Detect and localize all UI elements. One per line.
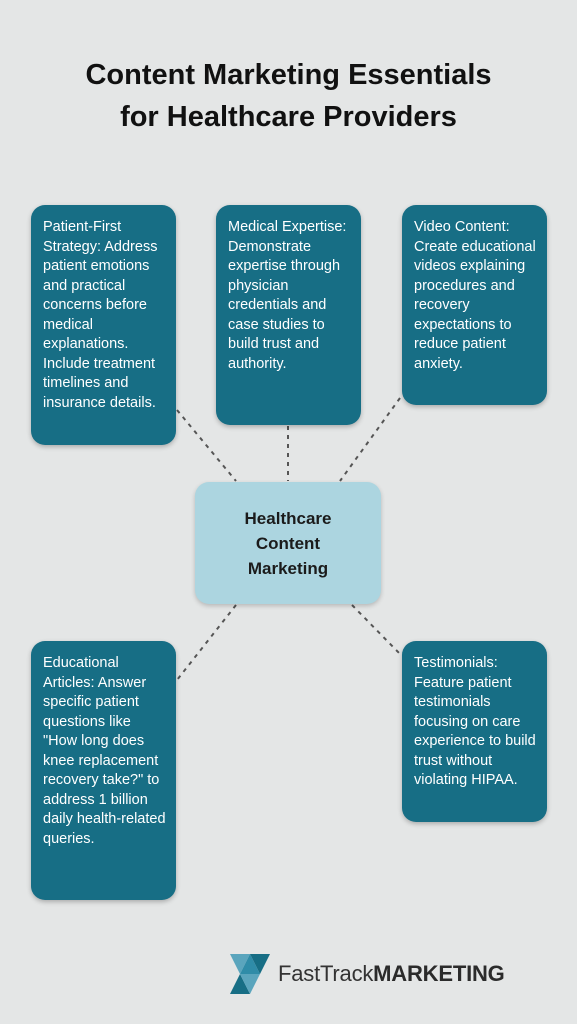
node-text: Educational Articles: Answer specific pa…: [43, 655, 166, 847]
logo-wordmark: FastTrackMARKETING: [278, 961, 505, 987]
logo-name-regular: FastTrack: [278, 961, 374, 986]
center-node: Healthcare Content Marketing: [195, 482, 381, 604]
title-line-1: Content Marketing Essentials: [85, 59, 492, 91]
node-text: Video Content: Create educational videos…: [414, 219, 536, 372]
connector-educational-articles: [176, 604, 237, 681]
logo-mark-icon: [230, 954, 270, 994]
center-label: Healthcare Content Marketing: [244, 508, 332, 578]
title-line-2: for Healthcare Providers: [120, 101, 457, 133]
page-title: Content Marketing Essentials for Healthc…: [0, 54, 577, 138]
node-educational-articles: Educational Articles: Answer specific pa…: [31, 641, 176, 900]
node-video-content: Video Content: Create educational videos…: [402, 205, 547, 405]
brand-logo: FastTrackMARKETING: [228, 952, 505, 996]
node-testimonials: Testimonials: Feature patient testimonia…: [402, 641, 547, 822]
logo-name-bold: MARKETING: [373, 961, 505, 986]
connector-patient-first: [176, 409, 237, 482]
node-medical-expertise: Medical Expertise: Demonstrate expertise…: [216, 205, 361, 425]
connector-testimonials: [351, 604, 402, 656]
node-text: Patient-First Strategy: Address patient …: [43, 219, 158, 411]
node-text: Testimonials: Feature patient testimonia…: [414, 655, 536, 788]
node-text: Medical Expertise: Demonstrate expertise…: [228, 219, 347, 372]
node-patient-first-strategy: Patient-First Strategy: Address patient …: [31, 205, 176, 445]
